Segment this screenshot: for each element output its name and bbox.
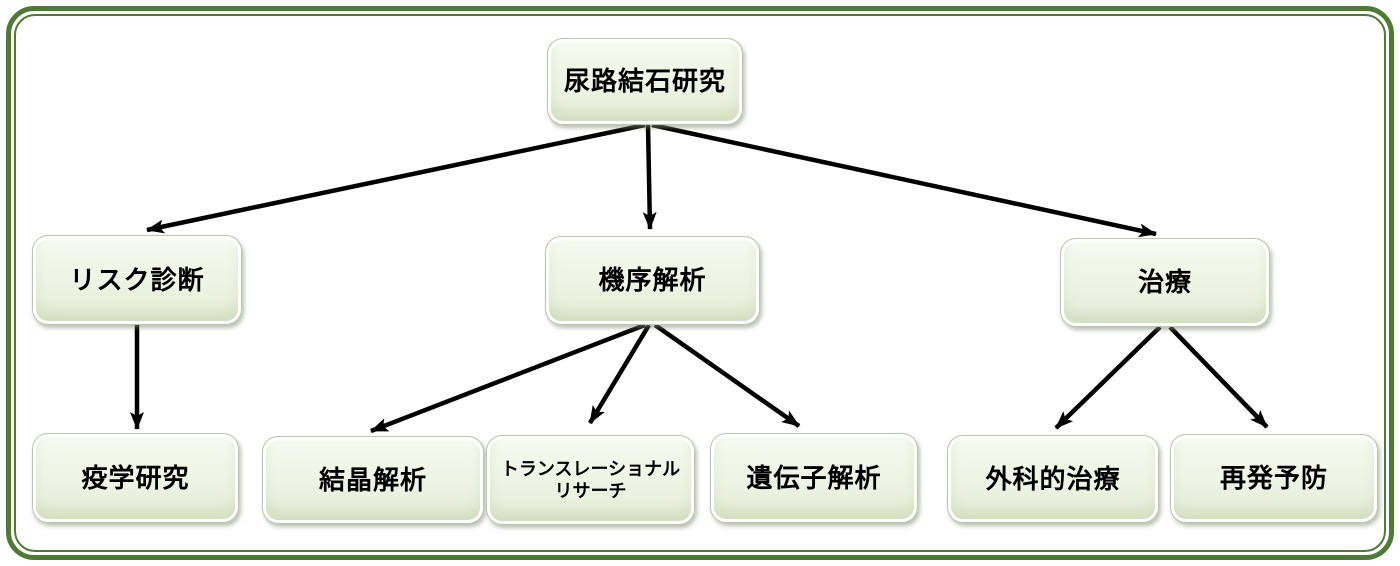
arrow-treatment-to-recurrence	[1168, 325, 1269, 429]
node-label: 治療	[1137, 267, 1192, 298]
node-crystal-analysis: 結晶解析	[262, 436, 484, 524]
node-recurrence-prevention: 再発予防	[1170, 434, 1378, 523]
node-label: 再発予防	[1219, 463, 1328, 494]
node-label: 疫学研究	[81, 462, 190, 493]
arrow-mechanism-to-gene	[653, 323, 801, 428]
node-risk-diagnosis: リスク診断	[32, 235, 242, 325]
arrow-root-to-risk	[146, 122, 646, 234]
node-gene-analysis: 遺伝子解析	[710, 433, 918, 523]
node-label: 外科的治療	[985, 463, 1121, 494]
node-surgical-treatment: 外科的治療	[947, 435, 1159, 523]
node-epidemiology-research: 疫学研究	[32, 433, 239, 523]
arrow-mechanism-to-translational	[588, 323, 651, 425]
node-mechanism-analysis: 機序解析	[545, 236, 760, 325]
node-translational-research: トランスレーショナル リサーチ	[486, 435, 695, 525]
node-label: 結晶解析	[318, 464, 427, 495]
node-label: 遺伝子解析	[746, 462, 882, 493]
node-label: 機序解析	[598, 265, 707, 296]
node-treatment: 治療	[1060, 238, 1270, 327]
node-urinary-stone-research: 尿路結石研究	[547, 38, 743, 125]
arrow-root-to-mechanism	[642, 124, 657, 230]
arrow-treatment-to-surgical	[1054, 325, 1162, 430]
arrow-mechanism-to-crystal	[370, 322, 646, 434]
node-label: リスク診断	[69, 264, 205, 295]
node-label: トランスレーショナル リサーチ	[500, 458, 681, 502]
node-label: 尿路結石研究	[563, 66, 726, 97]
arrow-root-to-treatment	[651, 122, 1157, 238]
